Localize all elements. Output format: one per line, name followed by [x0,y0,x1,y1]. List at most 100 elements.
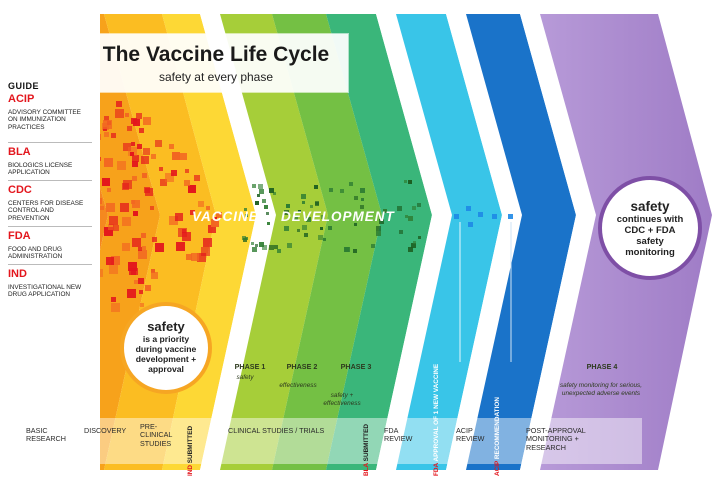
pixel-square [257,194,260,197]
safety-continues-text: continues with CDC + FDA safety monitori… [616,214,684,258]
guide-def-ind: Investigational New Drug Application [8,284,82,299]
milestone-bla-submitted: BLA SUBMITTED [363,424,370,476]
pixel-square [111,133,116,138]
milestone-bla-text: SUBMITTED [363,424,370,462]
pixel-square [152,237,157,242]
milestone-ind-submitted: IND SUBMITTED [187,426,194,476]
pixel-square [252,247,257,252]
pixel-square [151,154,156,159]
pixel-square [188,185,196,193]
guide-abbr-bla: BLA [8,146,31,158]
milestone-acip-text: RECOMMENDATION [494,397,501,460]
pixel-square [259,189,264,194]
band-white-gap-4 [520,14,596,470]
pixel-square [304,233,308,237]
pixel-square [302,201,305,204]
pixel-square [109,216,118,225]
pixel-square [286,204,290,208]
stage-acip-review: ACIP REVIEW [456,426,485,444]
milestone-fda-text: APPROVAL OF 1 NEW VACCINE [433,363,440,462]
pixel-square [165,173,174,182]
pixel-square [123,180,132,189]
pixel-square [198,201,204,207]
milestone-acip-recommendation: ACIP RECOMMENDATION [494,397,501,476]
band-yellow-gap [162,14,256,470]
pixel-square [131,268,138,275]
pixel-square [138,250,147,259]
pixel-square [284,226,289,231]
pixel-square [301,194,306,199]
title-box: The Vaccine Life Cycle safety at every p… [84,34,348,92]
stage-discovery: DISCOVERY [84,426,127,435]
pixel-square [133,211,138,216]
pixel-square [130,152,134,156]
pixel-square [266,212,269,215]
pixel-square [383,209,387,213]
pixel-square [274,245,278,249]
pixel-square [255,244,258,247]
pixel-square [478,212,483,217]
banner-word-development: DEVELOPMENT [281,209,395,224]
pixel-square [109,265,118,274]
pixel-square [169,216,178,225]
band-fda-review [396,14,502,470]
pixel-square [185,169,189,173]
pixel-square [131,142,135,146]
pixel-square [411,243,416,248]
pixel-square [466,206,471,211]
pixel-square [360,205,364,209]
guide-abbr-ind: IND [8,268,27,280]
pixel-square [120,203,129,212]
pixel-square [273,192,276,195]
guide-divider [8,142,92,143]
pixel-square [251,242,254,245]
guide-def-fda: Food and Drug Administration [8,246,63,261]
pixel-square [169,144,174,149]
pixel-square [155,140,162,147]
banner-word-vaccine: VACCINE [192,209,259,224]
pixel-square [255,201,259,205]
pixel-square [128,147,137,156]
pixel-square [143,117,151,125]
guide-def-bla: Biologics License Application [8,162,73,177]
pixel-square [184,180,190,186]
pixel-square [190,210,195,215]
pixel-square [194,175,200,181]
pixel-square [160,179,167,186]
phase-3-label: PHASE 3 [340,362,372,371]
pixel-square [145,188,153,196]
pixel-square [139,290,143,294]
pixel-square [155,243,164,252]
pixel-square [297,229,300,232]
band-white-gap-3 [446,14,522,470]
pixel-square [138,278,144,284]
pixel-square [216,212,222,218]
pixel-square [417,203,421,207]
pixel-square [294,216,298,220]
stage-strip [10,418,642,464]
milestone-bla-abbr: BLA [363,463,370,476]
pixel-square [360,188,365,193]
stage-preclinical: PRE-CLINICAL STUDIES [140,422,173,448]
pixel-square [242,236,246,240]
pixel-square [287,243,292,248]
pixel-square [399,230,403,234]
pixel-square [191,253,199,261]
pixel-square [182,232,191,241]
page-title: The Vaccine Life Cycle [102,43,330,66]
pixel-square [106,257,114,265]
pixel-square [142,173,147,178]
pixel-square [208,225,216,233]
band-phase-3 [326,14,432,470]
phase-3-note: safety + effectiveness [323,392,361,407]
pixel-square [211,219,219,227]
pixel-square [412,206,416,210]
pixel-square [108,224,114,230]
pixel-square [349,182,353,186]
pixel-square [104,116,109,121]
band-phase-1 [220,14,328,470]
pixel-square [262,199,266,203]
phase-1-label: PHASE 1 [234,362,266,371]
pixel-square [405,215,408,218]
